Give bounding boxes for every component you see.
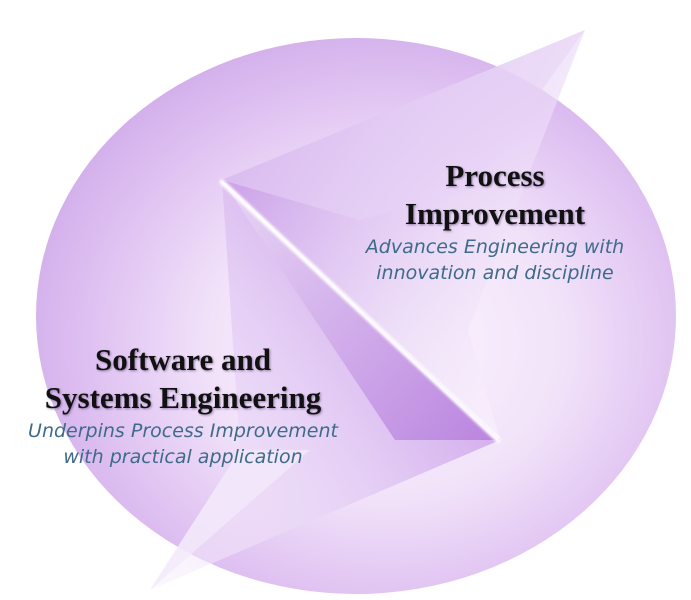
process-improvement-title-line2: Improvement <box>404 196 586 231</box>
fold-crease <box>219 179 501 443</box>
process-improvement-desc-line2: innovation and discipline <box>376 262 614 284</box>
sse-desc-line1: Underpins Process Improvement <box>28 420 338 442</box>
lower-ribbon-tail <box>150 450 310 590</box>
sse-title-line2: Systems Engineering <box>44 380 322 415</box>
process-improvement-label: Process Improvement Advances Engineering… <box>345 158 645 286</box>
sse-desc-line2: with practical application <box>63 446 303 468</box>
process-improvement-desc-line1: Advances Engineering with <box>365 236 625 258</box>
process-improvement-title-line1: Process <box>445 158 545 193</box>
sse-title-line1: Software and <box>95 342 271 377</box>
software-systems-engineering-label: Software and Systems Engineering Underpi… <box>0 342 366 470</box>
upper-ribbon-face <box>222 30 585 220</box>
